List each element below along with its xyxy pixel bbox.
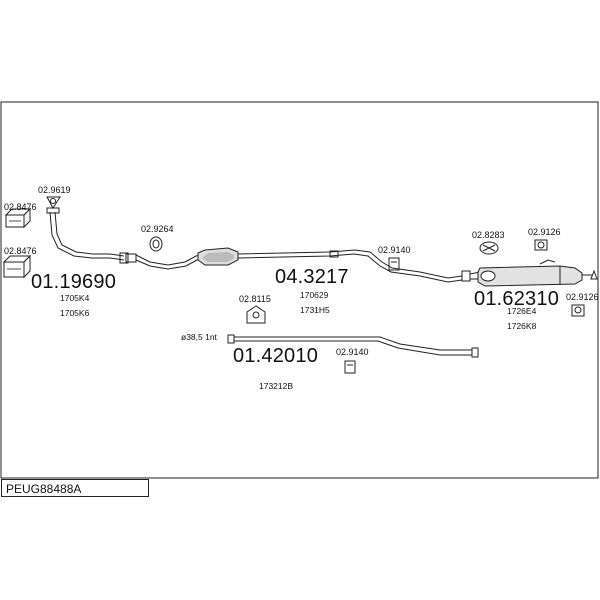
converter-ref-1: 170629 [300,290,329,300]
converter-ref-2: 1731H5 [300,305,330,315]
rear-silencer-ref-1: 1726E4 [507,306,537,316]
clamp-1-label: 02.8476 [4,202,37,212]
converter-number: 04.3217 [275,266,349,288]
mount-2-part [344,360,356,374]
rear-silencer-ref-2: 1726K8 [507,321,537,331]
tail-pipe-dimension: ø38,5 1nt [181,332,217,342]
bracket-part [246,305,266,324]
rear-silencer-number: 01.62310 [474,288,560,310]
mount-1-part [388,257,400,271]
clamp-2-part [2,254,32,279]
mount-2-label: 02.9140 [336,347,369,357]
diagram-border [0,101,599,479]
front-pipe-ref-2: 1705K6 [60,308,90,318]
rear-silencer-part [461,259,592,287]
diagram-code-box: PEUG88488A [1,479,149,497]
end-marker-icon [590,269,598,280]
front-pipe-number: 01.19690 [31,271,117,293]
front-pipe-part [46,207,129,264]
rubber-1-part [534,239,548,251]
rubber-1-label: 02.9126 [528,227,561,237]
converter-pipe-part [125,247,463,283]
clamp-rear-label: 02.8283 [472,230,505,240]
clamp-1-part [4,207,32,229]
tail-pipe-part [227,334,479,358]
clamp-rear-part [479,241,499,255]
front-pipe-ref-1: 1705K4 [60,293,90,303]
ring-1-label: 02.9264 [141,224,174,234]
clamp-2-label: 02.8476 [4,246,37,256]
rubber-2-label: 02.9126 [566,292,599,302]
bracket-label: 02.8115 [239,294,271,304]
tail-pipe-number: 01.42010 [233,345,319,367]
rubber-2-part [571,304,585,317]
diagram-code: PEUG88488A [6,482,82,496]
gasket-top-label: 02.9619 [38,185,71,195]
gasket-top-part [46,196,61,209]
mount-1-label: 02.9140 [378,245,411,255]
ring-1-part [149,236,163,252]
tail-pipe-ref: 173212B [259,381,294,391]
